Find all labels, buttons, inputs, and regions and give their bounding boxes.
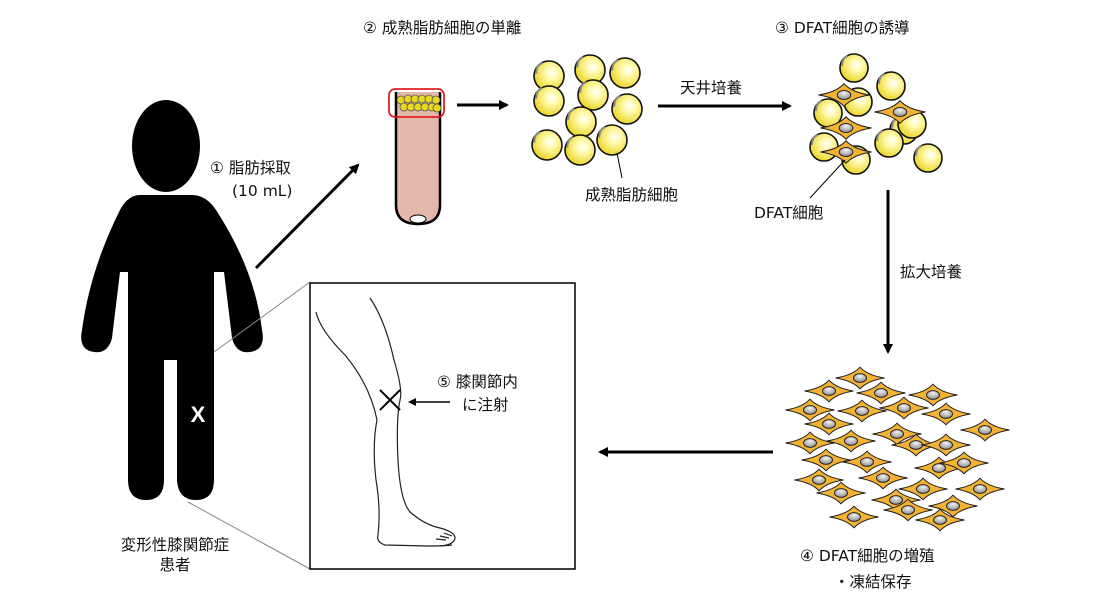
mature-adipocyte <box>565 106 597 138</box>
mature-adipocyte-callout: 成熟脂肪細胞 <box>585 186 679 204</box>
patient-label-line2: 患者 <box>159 556 191 574</box>
patient-label: 変形性膝関節症 患者 <box>100 535 250 575</box>
step4-title: DFAT細胞の増殖 <box>818 547 935 565</box>
mature-adipocyte <box>809 132 839 162</box>
step2-title: 成熟脂肪細胞の単離 <box>381 19 522 37</box>
dfat-cell <box>804 379 854 403</box>
dfat-cell <box>820 140 872 164</box>
step3-number: ③ <box>775 19 789 37</box>
step5-label: ⑤ 膝関節内 <box>437 372 518 392</box>
dfat-cell <box>829 505 879 529</box>
mature-adipocyte <box>609 57 641 89</box>
step5-title: 膝関節内 <box>455 373 518 391</box>
knee-mark-x: X <box>191 402 206 427</box>
patient-label-line1: 変形性膝関節症 <box>120 536 230 554</box>
dfat-cell <box>908 383 958 407</box>
expansion-culture-label: 拡大培養 <box>900 263 963 281</box>
leg-illustration <box>315 297 456 547</box>
dfat-cell <box>835 366 885 390</box>
dfat-cell <box>898 477 948 501</box>
step2-number: ② <box>363 19 377 37</box>
dfat-cell-callout: DFAT細胞 <box>754 204 824 222</box>
dfat-cell <box>856 381 906 405</box>
mature-adipocyte <box>611 93 643 125</box>
step4-label: ④ DFAT細胞の増殖 <box>800 546 935 566</box>
dfat-cell <box>842 450 892 474</box>
dfat-cell <box>826 429 876 453</box>
dfat-cell <box>794 468 844 492</box>
zoom-guide-bottom <box>187 501 311 570</box>
fat-layer <box>396 94 442 113</box>
dfat-cell <box>804 412 854 436</box>
mature-adipocyte <box>596 124 628 156</box>
test-tube <box>388 88 445 226</box>
injection-site-x-icon <box>379 389 401 411</box>
step1-label: ① 脂肪採取 <box>210 158 291 178</box>
ceiling-culture-label: 天井培養 <box>680 79 743 97</box>
callout-line-dfat <box>809 159 846 199</box>
mature-adipocyte <box>533 85 565 117</box>
dfat-cell <box>871 488 921 512</box>
mature-adipocyte <box>839 53 869 83</box>
step1-title: 脂肪採取 <box>228 159 291 177</box>
dfat-cell <box>785 398 835 422</box>
mature-adipocyte <box>874 128 904 158</box>
dfat-cell <box>883 498 933 522</box>
callout-line-adipocyte <box>616 152 623 179</box>
step4-detail: ・凍結保存 <box>834 573 912 591</box>
fat-droplet <box>432 103 442 113</box>
patient-silhouette <box>81 100 263 500</box>
highlight-box <box>388 88 445 118</box>
dfat-cell <box>816 481 866 505</box>
step1-number: ① <box>210 159 224 177</box>
dfat-cell <box>915 508 965 532</box>
mature-adipocyte <box>531 129 563 161</box>
dfat-cell <box>837 399 887 423</box>
dfat-cell <box>874 100 926 124</box>
dfat-cell <box>921 402 971 426</box>
mature-adipocyte <box>577 79 609 111</box>
dfat-cell <box>820 116 872 140</box>
dfat-cell <box>928 494 978 518</box>
dfat-cell <box>939 451 989 475</box>
step1-detail: (10 mL) <box>232 182 293 200</box>
dfat-cell <box>914 456 964 480</box>
dfat-cell <box>955 477 1005 501</box>
zoom-guide-top <box>213 281 311 353</box>
mature-adipocyte-cluster <box>531 54 643 166</box>
proliferated-dfat-cluster <box>785 366 1010 532</box>
step3-title: DFAT細胞の誘導 <box>793 19 910 37</box>
step5-number: ⑤ <box>437 373 451 391</box>
step2-label: ② 成熟脂肪細胞の単離 <box>363 18 521 38</box>
dfat-cell <box>858 466 908 490</box>
mature-adipocyte <box>564 134 596 166</box>
mature-adipocyte <box>533 60 565 92</box>
step5-detail: に注射 <box>462 396 509 414</box>
dfat-cell <box>921 433 971 457</box>
dfat-cell <box>872 422 922 446</box>
dfat-cell <box>960 418 1010 442</box>
mature-adipocyte <box>913 143 943 173</box>
dfat-induction-cluster <box>809 53 943 175</box>
step4-number: ④ <box>800 547 814 565</box>
dfat-cell <box>818 83 870 107</box>
leg-inset-box <box>309 282 576 570</box>
arrow-harvest <box>254 163 360 270</box>
step3-label: ③ DFAT細胞の誘導 <box>775 18 910 38</box>
mature-adipocyte <box>876 71 906 101</box>
dfat-cell <box>879 396 929 420</box>
